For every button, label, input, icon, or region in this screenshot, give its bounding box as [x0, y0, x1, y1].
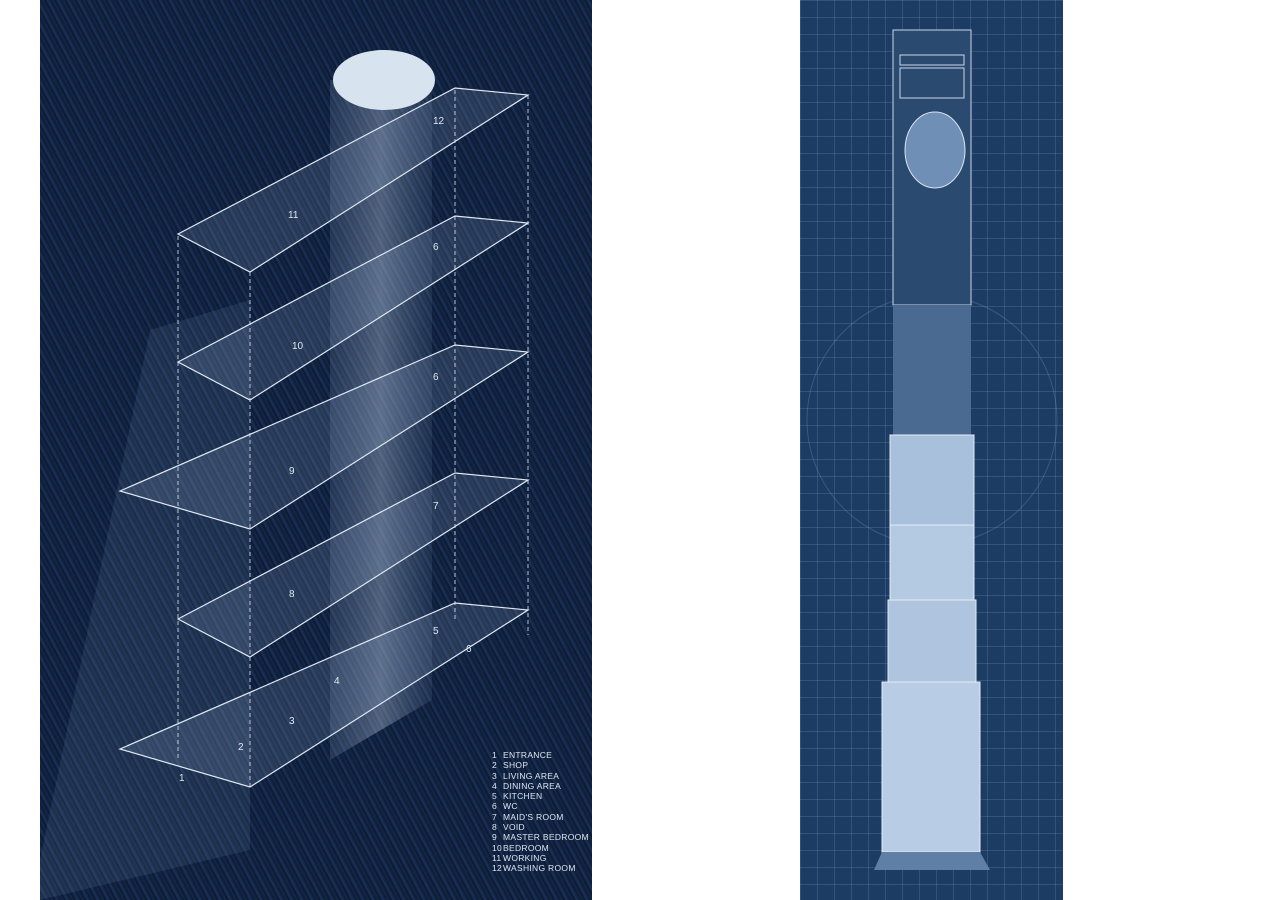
legend-label: SHOP	[503, 760, 529, 771]
legend-label: MAID'S ROOM	[503, 811, 564, 822]
room-label: 7	[433, 501, 439, 512]
legend-label: KITCHEN	[503, 791, 543, 802]
plan-room	[899, 67, 965, 99]
room-label: 6	[433, 242, 439, 253]
legend-item: 9 MASTER BEDROOM	[492, 832, 589, 842]
room-label: 12	[433, 116, 445, 127]
room-label: 10	[292, 341, 304, 352]
legend-number: 11	[492, 852, 502, 863]
legend-label: WORKING	[503, 852, 547, 863]
legend-number: 10	[492, 842, 503, 853]
legend-label: WASHING ROOM	[503, 863, 576, 874]
plan-floor-block	[887, 599, 977, 683]
legend-number: 5	[492, 791, 498, 802]
plan-middle	[893, 305, 971, 435]
legend-label: VOID	[503, 822, 525, 833]
legend-number: 7	[492, 811, 498, 822]
plan-floor-block	[889, 524, 975, 601]
plan-entrance-ramp	[874, 852, 990, 870]
room-label: 4	[334, 676, 340, 687]
room-label: 11	[288, 210, 299, 221]
legend-number: 6	[492, 801, 498, 812]
light-beam	[40, 300, 250, 900]
legend-number: 9	[492, 832, 498, 843]
legend-item: 3 LIVING AREA	[492, 771, 589, 781]
legend-item: 1 ENTRANCE	[492, 750, 589, 760]
legend-number: 8	[492, 822, 498, 833]
room-label: 6	[433, 372, 439, 383]
room-label: 6	[466, 644, 472, 655]
plan-ground-floor	[881, 681, 981, 853]
plan-floor-block	[889, 434, 975, 526]
legend-number: 2	[492, 760, 498, 771]
legend-item: 7 MAID'S ROOM	[492, 812, 589, 822]
legend-number: 3	[492, 770, 498, 781]
legend-item: 4 DINING AREA	[492, 781, 589, 791]
legend-number: 4	[492, 780, 498, 791]
plan-room	[899, 54, 965, 66]
legend-item: 12WASHING ROOM	[492, 863, 589, 873]
legend-item: 8 VOID	[492, 822, 589, 832]
legend-item: 6 WC	[492, 801, 589, 811]
legend-label: DINING AREA	[503, 780, 562, 791]
plan-drawing	[806, 29, 1058, 870]
legend-label: WC	[503, 801, 518, 812]
legend-item: 5 KITCHEN	[492, 791, 589, 801]
skylight-cylinder-top	[333, 50, 435, 110]
legend-label: MASTER BEDROOM	[503, 832, 589, 843]
legend-number: 12	[492, 863, 503, 874]
legend-item: 2 SHOP	[492, 760, 589, 770]
legend-item: 10BEDROOM	[492, 843, 589, 853]
legend-label: ENTRANCE	[503, 750, 553, 760]
floor-plate	[118, 344, 530, 530]
room-label: 5	[433, 626, 439, 637]
room-label: 9	[289, 466, 295, 477]
legend-label: BEDROOM	[503, 842, 550, 853]
room-label: 2	[238, 742, 244, 753]
legend-number: 1	[492, 750, 498, 760]
room-label: 3	[289, 716, 295, 727]
legend-label: LIVING AREA	[503, 770, 560, 781]
room-label: 1	[179, 773, 185, 784]
plan-skylight	[904, 111, 966, 189]
alignment-lines	[177, 90, 529, 790]
plan-panel	[800, 0, 1063, 900]
room-label: 8	[289, 589, 295, 600]
